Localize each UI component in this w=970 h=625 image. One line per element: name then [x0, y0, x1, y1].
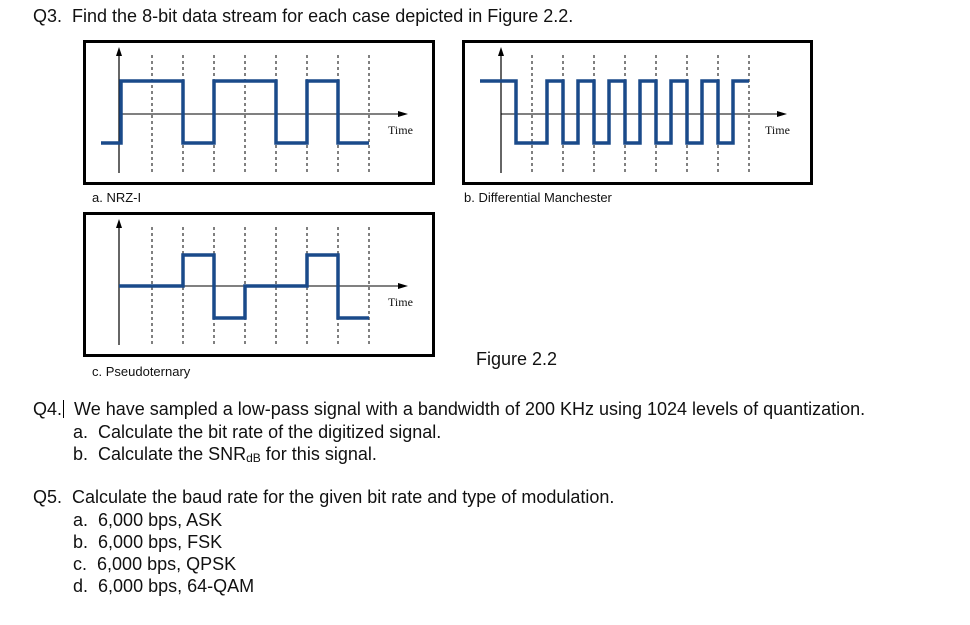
nrzi-signal-line	[101, 79, 369, 145]
text-cursor	[63, 400, 65, 418]
figure-panel-nrzi: Time	[83, 40, 435, 185]
q4-item-text: Calculate the bit rate of the digitized …	[98, 422, 442, 442]
x-axis-arrow-icon	[777, 111, 787, 117]
y-axis-arrow-icon	[116, 219, 122, 228]
y-axis-arrow-icon	[498, 47, 504, 56]
q3-text: Find the 8-bit data stream for each case…	[72, 6, 574, 26]
pseudoternary-signal-plot: Time	[116, 219, 413, 345]
time-label: Time	[388, 295, 413, 309]
q5-item-text: 6,000 bps, 64-QAM	[98, 576, 255, 596]
pseudoternary-signal-line	[119, 253, 369, 320]
caption-c: c. Pseudoternary	[92, 364, 191, 379]
time-label: Time	[388, 123, 413, 137]
figure-title: Figure 2.2	[476, 349, 558, 369]
q4-item-marker: b.	[73, 444, 89, 464]
q4-label: Q4.	[33, 399, 63, 419]
q4-text: We have sampled a low-pass signal with a…	[74, 399, 866, 419]
q5-heading: Q5. Calculate the baud rate for the give…	[33, 487, 614, 508]
diff-manchester-signal-line	[480, 79, 749, 145]
y-axis-arrow-icon	[116, 47, 122, 56]
figure-panel-pseudoternary: Time	[83, 212, 435, 357]
q5-item-b: b. 6,000 bps, FSK	[73, 532, 222, 553]
q5-text: Calculate the baud rate for the given bi…	[72, 487, 615, 507]
q5-item-marker: d.	[73, 576, 89, 596]
q3-heading: Q3. Find the 8-bit data stream for each …	[33, 6, 573, 27]
q5-item-marker: c.	[73, 554, 88, 574]
q5-item-text: 6,000 bps, ASK	[98, 510, 223, 530]
q5-item-marker: b.	[73, 532, 89, 552]
x-axis-arrow-icon	[398, 111, 408, 117]
q4-item-marker: a.	[73, 422, 89, 442]
q5-item-text: 6,000 bps, FSK	[98, 532, 223, 552]
caption-a: a. NRZ-I	[92, 190, 142, 205]
bit-boundaries	[151, 55, 370, 173]
x-axis-arrow-icon	[398, 283, 408, 289]
q5-item-marker: a.	[73, 510, 89, 530]
q3-label: Q3.	[33, 6, 63, 26]
bit-boundaries	[531, 55, 750, 173]
q5-label: Q5.	[33, 487, 63, 507]
q4-item-text-post: for this signal.	[260, 444, 377, 464]
q4-heading: Q4. We have sampled a low-pass signal wi…	[33, 399, 865, 420]
diff-manchester-signal-plot: Time	[480, 47, 790, 173]
q5-item-text: 6,000 bps, QPSK	[97, 554, 237, 574]
snr-subscript: dB	[246, 451, 261, 465]
figure-panel-diff-manchester: Time	[462, 40, 813, 185]
q5-item-d: d. 6,000 bps, 64-QAM	[73, 576, 254, 597]
q4-item-a: a. Calculate the bit rate of the digitiz…	[73, 422, 441, 443]
q5-item-c: c. 6,000 bps, QPSK	[73, 554, 236, 575]
caption-b: b. Differential Manchester	[464, 190, 612, 205]
nrzi-signal-plot: Time	[101, 47, 413, 173]
q4-item-text: Calculate the SNR	[98, 444, 247, 464]
q4-item-b: b. Calculate the SNRdB for this signal.	[73, 444, 377, 465]
time-label: Time	[765, 123, 790, 137]
bit-boundaries	[151, 227, 370, 345]
q5-item-a: a. 6,000 bps, ASK	[73, 510, 222, 531]
